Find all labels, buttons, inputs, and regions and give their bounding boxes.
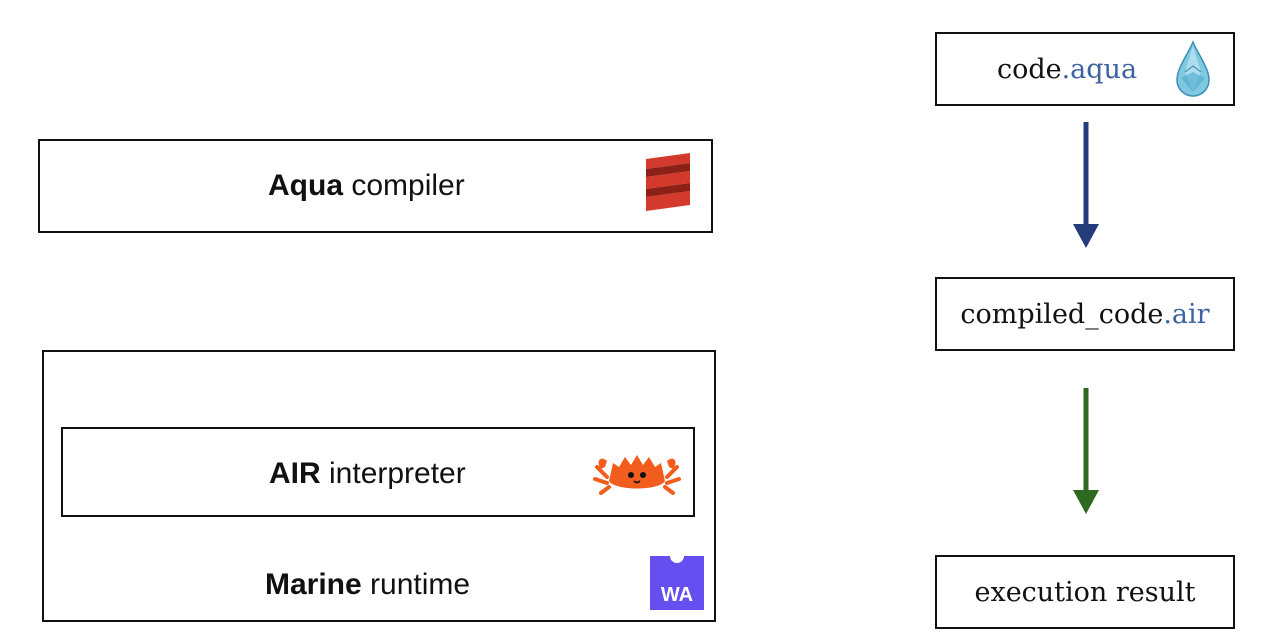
ferris-crab-icon — [593, 455, 681, 495]
source-file-label: code.aqua — [937, 54, 1233, 85]
compiled-file-name: compiled_code — [960, 299, 1164, 330]
compiled-file-box: compiled_code.air — [935, 277, 1235, 351]
marine-runtime-box: AIR interpreter Marine runtime WA — [42, 350, 716, 622]
source-file-box: code.aqua — [935, 32, 1235, 106]
aquamarine-gem-icon — [1176, 40, 1210, 97]
air-interpreter-label-rest: interpreter — [320, 457, 466, 490]
compile-arrow — [1073, 122, 1099, 248]
aqua-compiler-label-bold: Aqua — [268, 169, 343, 202]
execute-arrow — [1073, 388, 1099, 514]
marine-runtime-label-rest: runtime — [361, 568, 471, 601]
scala-icon — [646, 153, 690, 211]
air-interpreter-box: AIR interpreter — [61, 427, 695, 517]
marine-runtime-label: Marine runtime — [265, 568, 470, 602]
webassembly-badge-text: WA — [661, 584, 693, 606]
aqua-compiler-box: Aqua compiler — [38, 139, 713, 233]
execution-result-label: execution result — [974, 577, 1196, 608]
source-file-ext: .aqua — [1061, 54, 1138, 85]
execution-result-box: execution result — [935, 555, 1235, 629]
compiled-file-ext: .air — [1163, 299, 1210, 330]
compiled-file-label: compiled_code.air — [937, 299, 1233, 330]
aqua-compiler-label: Aqua compiler — [268, 169, 465, 203]
air-interpreter-label-bold: AIR — [269, 457, 321, 490]
source-file-name: code — [996, 54, 1062, 85]
webassembly-icon: WA — [650, 556, 704, 610]
air-interpreter-label: AIR interpreter — [269, 457, 466, 491]
aqua-compiler-label-rest: compiler — [343, 169, 465, 202]
marine-runtime-label-bold: Marine — [265, 568, 362, 601]
